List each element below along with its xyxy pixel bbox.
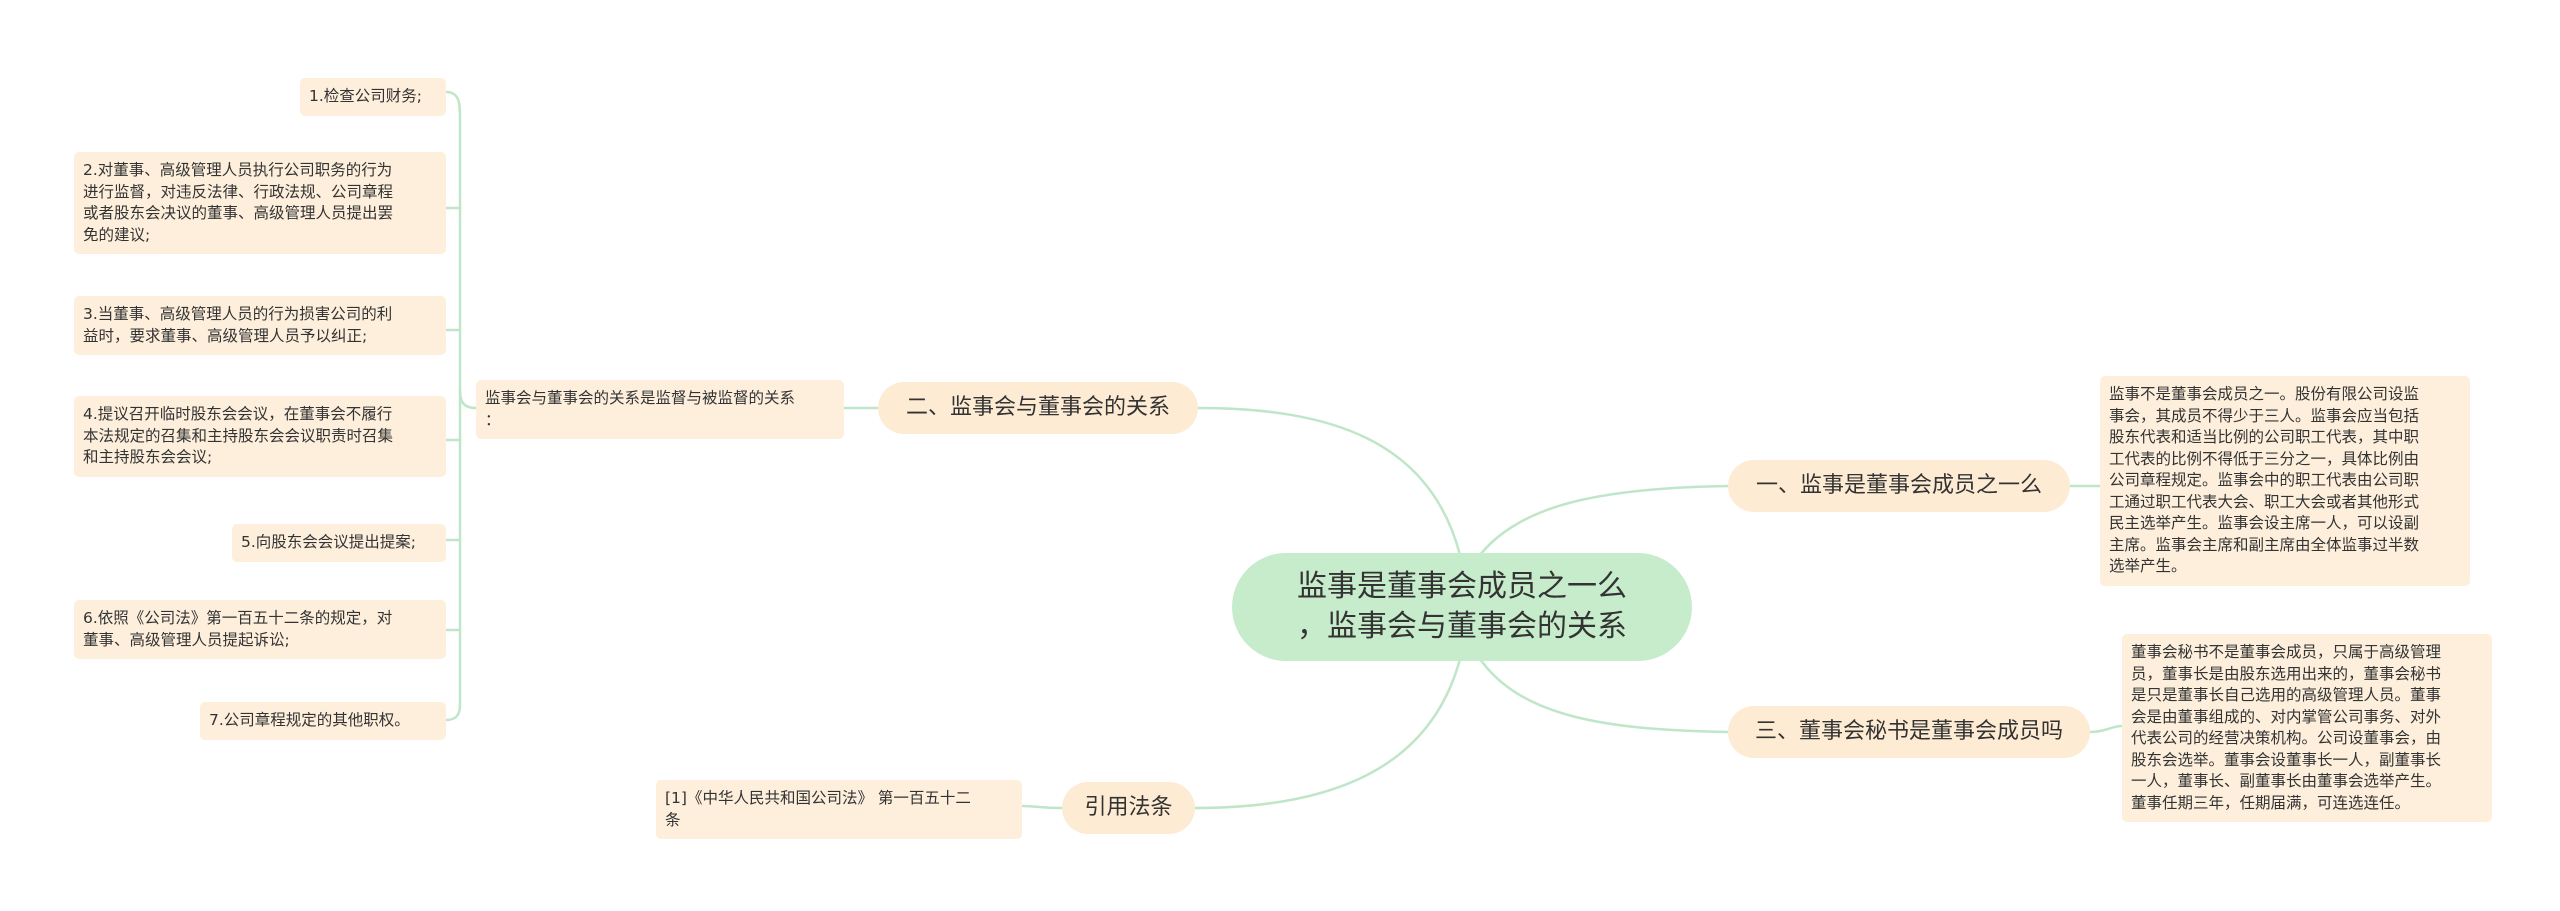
link-root-b2 xyxy=(1197,406,1462,556)
powers-spine xyxy=(445,90,462,722)
root-topic[interactable]: 监事是董事会成员之一么 ，监事会与董事会的关系 xyxy=(1232,553,1692,661)
branch-members[interactable]: 一、监事是董事会成员之一么 xyxy=(1728,460,2070,512)
power-item: 6.依照《公司法》第一百五十二条的规定，对 董事、高级管理人员提起诉讼; xyxy=(74,600,446,659)
power-item: 3.当董事、高级管理人员的行为损害公司的利 益时，要求董事、高级管理人员予以纠正… xyxy=(74,296,446,355)
power-item: 2.对董事、高级管理人员执行公司职务的行为 进行监督，对违反法律、行政法规、公司… xyxy=(74,152,446,254)
power-item: 5.向股东会会议提出提案; xyxy=(232,524,446,562)
link-b3-detail xyxy=(2089,724,2123,734)
secretary-detail: 董事会秘书不是董事会成员，只属于高级管理 员，董事长是由股东选用出来的，董事会秘… xyxy=(2122,634,2492,822)
link-root-b4 xyxy=(1194,658,1462,810)
power-item: 4.提议召开临时股东会会议，在董事会不履行 本法规定的召集和主持股东会会议职责时… xyxy=(74,396,446,477)
branch-cited-law[interactable]: 引用法条 xyxy=(1062,782,1195,834)
members-detail: 监事不是董事会成员之一。股份有限公司设监 事会，其成员不得少于三人。监事会应当包… xyxy=(2100,376,2470,586)
branch-relationship[interactable]: 二、监事会与董事会的关系 xyxy=(878,382,1198,434)
link-detail-powers xyxy=(458,389,477,410)
power-item: 1.检查公司财务; xyxy=(300,78,446,116)
link-root-b3 xyxy=(1478,658,1729,734)
root-topic-line1: 监事是董事会成员之一么 xyxy=(1297,569,1627,604)
branch-secretary[interactable]: 三、董事会秘书是董事会成员吗 xyxy=(1728,706,2090,758)
root-topic-line2: ，监事会与董事会的关系 xyxy=(1297,609,1627,644)
relationship-detail: 监事会与董事会的关系是监督与被监督的关系 ： xyxy=(476,380,844,439)
power-item: 7.公司章程规定的其他职权。 xyxy=(200,702,446,740)
cited-law-detail: [1]《中华人民共和国公司法》 第一百五十二 条 xyxy=(656,780,1022,839)
link-root-b1 xyxy=(1479,484,1729,556)
link-b4-detail xyxy=(1021,804,1063,810)
